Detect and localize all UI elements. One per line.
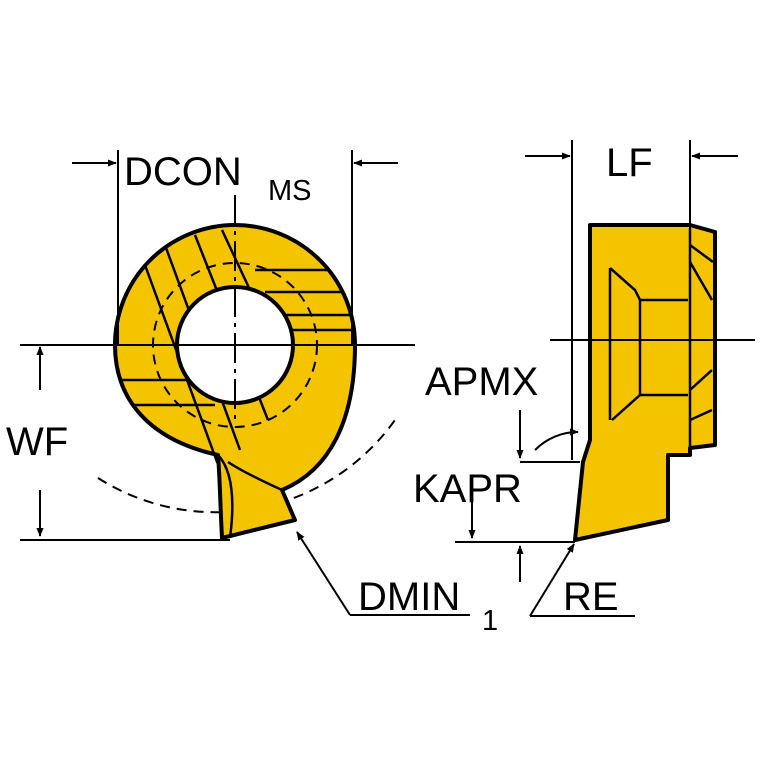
dcon-label: DCON bbox=[124, 150, 242, 194]
side-view bbox=[550, 223, 755, 542]
lf-dimension: LF bbox=[525, 140, 738, 460]
front-view bbox=[20, 195, 415, 540]
kapr-label: KAPR bbox=[413, 467, 522, 511]
wf-label: WF bbox=[6, 420, 68, 464]
wf-dimension: WF bbox=[6, 346, 230, 541]
re-leader: RE bbox=[529, 543, 635, 619]
apmx-dimension: APMX bbox=[425, 360, 580, 463]
re-label: RE bbox=[563, 575, 619, 619]
dcon-dimension: DCON MS bbox=[72, 150, 398, 345]
dmin-subscript: 1 bbox=[482, 605, 498, 637]
side-view-insert bbox=[573, 223, 717, 542]
lf-label: LF bbox=[606, 141, 653, 185]
kapr-angle: KAPR bbox=[413, 428, 579, 511]
tip-dimension bbox=[455, 500, 575, 582]
dcon-subscript: MS bbox=[268, 175, 312, 207]
dmin-label: DMIN bbox=[358, 575, 460, 619]
dmin-leader: DMIN 1 bbox=[296, 531, 498, 637]
apmx-label: APMX bbox=[425, 360, 538, 404]
side-view-details bbox=[608, 228, 714, 448]
